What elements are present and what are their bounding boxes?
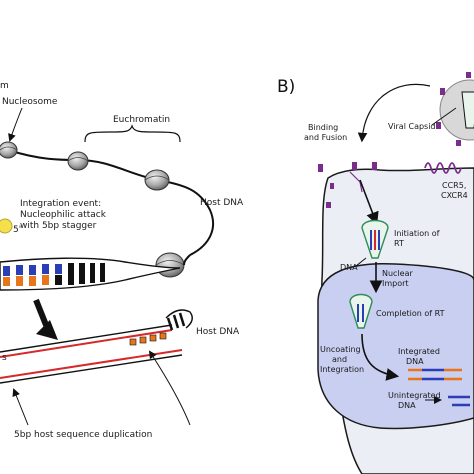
nucleosome-1 xyxy=(0,141,18,159)
label-nuclear-2: Import xyxy=(382,279,409,288)
label-five-prime: 5' xyxy=(13,225,21,235)
label-uncoating-3: Integration xyxy=(320,365,364,374)
label-integration-1: Integration event: xyxy=(20,199,101,209)
label-integrated-1: Integrated xyxy=(398,347,440,356)
label-host-dna-bottom: Host DNA xyxy=(196,327,240,337)
dna-base-bars xyxy=(3,263,105,286)
label-completion: Completion of RT xyxy=(376,309,445,318)
euchromatin-brace xyxy=(84,124,181,143)
integrated-provirus xyxy=(0,309,193,384)
label-duplication: 5bp host sequence duplication xyxy=(14,430,152,440)
label-integration-3: with 5bp stagger xyxy=(20,221,97,231)
panel-a: m Nucleosome Euchromatin Host DNA Inte xyxy=(0,81,244,440)
label-host-dna-top: Host DNA xyxy=(200,198,244,208)
unintegrated-dna-strands xyxy=(448,395,470,407)
integration-dna xyxy=(0,257,181,291)
uncoating-arrow xyxy=(361,333,400,381)
integrated-dna-strands xyxy=(408,368,462,381)
label-fragment-s: s xyxy=(2,353,7,363)
nucleosome-3 xyxy=(144,169,170,191)
dna-pointer xyxy=(355,257,367,267)
entry-arrow xyxy=(359,179,379,225)
integrase-icon xyxy=(0,218,13,234)
label-dna: DNA xyxy=(340,263,358,272)
rt-initiation-capsid xyxy=(361,219,389,259)
nucleosome-arrow xyxy=(8,107,23,142)
duplication-arrow-left xyxy=(12,388,29,426)
label-cxcr4: CXCR4 xyxy=(441,191,468,200)
label-uncoating-2: and xyxy=(332,355,347,364)
label-ccr5: CCR5, xyxy=(442,181,466,190)
label-binding-1: Binding xyxy=(308,123,338,132)
label-unintegrated-1: Unintegrated xyxy=(388,391,441,400)
label-nucleosome: Nucleosome xyxy=(2,97,58,107)
label-viral-capsid: Viral Capsid xyxy=(388,122,436,131)
label-binding-2: and Fusion xyxy=(304,133,347,142)
label-fragment-top: m xyxy=(0,81,9,91)
label-uncoating-1: Uncoating xyxy=(320,345,361,354)
label-initiation-1: Initiation of xyxy=(394,229,440,238)
label-euchromatin: Euchromatin xyxy=(113,115,170,125)
label-nuclear-1: Nuclear xyxy=(382,269,414,278)
label-initiation-2: RT xyxy=(394,239,404,248)
nucleosome-2 xyxy=(67,151,89,171)
virion xyxy=(436,72,474,146)
envelope-spikes xyxy=(436,72,471,146)
rt-completion-capsid xyxy=(349,293,373,329)
capsid-pointer xyxy=(431,107,457,126)
fusion-spikes xyxy=(318,162,377,208)
label-integration-2: Nucleophilic attack xyxy=(20,210,107,220)
panel-b-letter: B) xyxy=(277,77,295,97)
receptor-ccr5-cxcr4 xyxy=(424,162,462,174)
duplication-arrow-right xyxy=(148,350,191,426)
nucleosome-4 xyxy=(155,252,185,278)
panel-b: B) CCR5, CXCR4 Viral Capsid Binding and … xyxy=(277,72,474,474)
label-unintegrated-2: DNA xyxy=(398,401,416,410)
binding-arrow xyxy=(357,83,431,143)
big-down-arrow-head xyxy=(36,320,58,340)
label-integrated-2: DNA xyxy=(406,357,424,366)
